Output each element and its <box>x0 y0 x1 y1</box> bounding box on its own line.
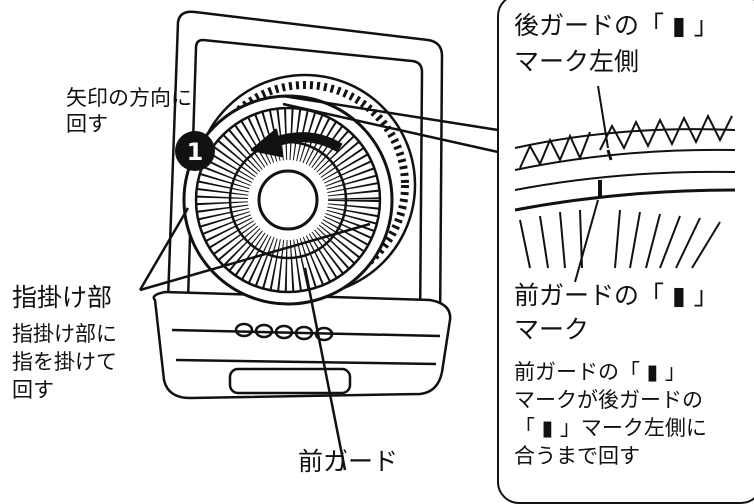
front-guard-label: 前ガード <box>298 447 399 476</box>
finger-grip-note-line1: 指掛け部に <box>12 322 117 346</box>
finger-grip-label: 指掛け部 <box>12 283 113 312</box>
rotation-arrow <box>273 132 343 153</box>
instruction-line4: 合うまで回す <box>514 444 640 468</box>
instruction-line2: マークが後ガードの <box>514 388 703 412</box>
instruction-line1: 前ガードの「 ▮ 」 <box>514 360 686 384</box>
front-guard-spokes <box>196 108 380 292</box>
rear-mark-line1: 後ガードの「 ▮ 」 <box>514 11 719 40</box>
step-badge <box>175 131 215 171</box>
arrow-direction-line1: 矢印の方向に <box>66 86 192 110</box>
callout-detail-illustration <box>514 85 736 283</box>
detail-callout <box>497 0 754 504</box>
fan-illustration: 1 <box>138 10 499 471</box>
finger-grip-note-line2: 指を掛けて <box>12 350 117 374</box>
control-buttons <box>234 322 334 342</box>
front-mark-line1: 前ガードの「 ▮ 」 <box>514 281 719 310</box>
rear-mark-line2: マーク左側 <box>514 47 640 76</box>
rear-guard-teeth <box>519 113 733 169</box>
front-mark-line2: マーク <box>514 315 590 344</box>
front-guard-spokes-detail <box>519 209 721 269</box>
arrow-direction-line2: 回す <box>66 112 108 136</box>
instruction-line3: 「 ▮ 」マーク左側に <box>514 416 707 440</box>
finger-grip-note-line3: 回す <box>12 378 54 402</box>
base-panel <box>228 367 352 395</box>
fan-base <box>152 290 452 400</box>
guard-hub <box>257 169 319 231</box>
step-number: 1 <box>187 138 204 166</box>
rear-guard-mark <box>606 149 613 161</box>
